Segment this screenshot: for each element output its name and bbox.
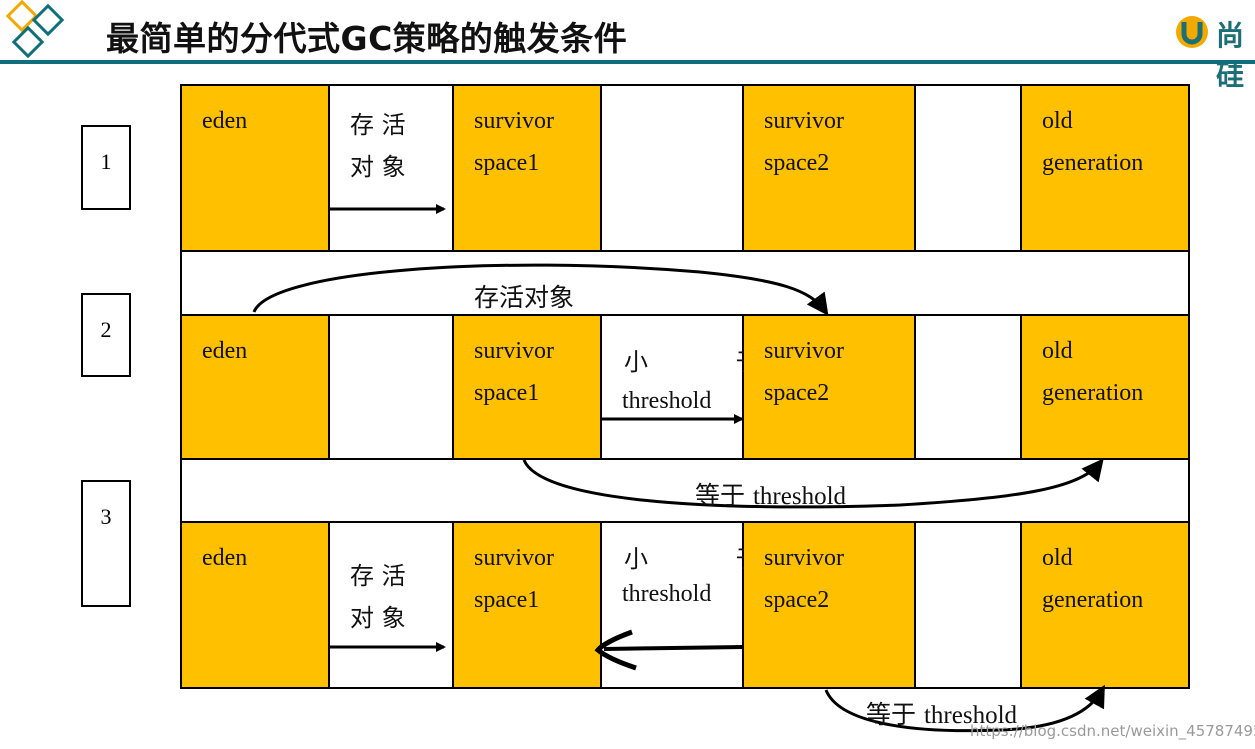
watermark: https://blog.csdn.net/weixin_45787495: [970, 722, 1255, 740]
condition-cn-label: 小 于: [624, 545, 800, 573]
diamond-logo-icon: [5, 0, 65, 59]
page-title: 最简单的分代式GC策略的触发条件: [106, 19, 628, 58]
slide-header: 最简单的分代式GC策略的触发条件 尚硅: [0, 0, 1255, 92]
eden-cell: eden: [182, 316, 330, 458]
condition-en-label: threshold: [622, 581, 712, 607]
condition-en-label: threshold: [622, 388, 712, 414]
gap-cell: [916, 316, 1022, 458]
condition-cn-label: 小 于: [624, 348, 800, 376]
band-1-2: [180, 250, 1190, 316]
header-divider: [0, 60, 1255, 64]
arc-label-equal-row3: 等于 threshold: [866, 700, 1018, 729]
eden-label: eden: [202, 108, 248, 134]
move-cell: 存 活对 象: [330, 86, 454, 250]
gap-cell: [602, 86, 744, 250]
arc-label-equal-row2: 等于 threshold: [695, 481, 847, 510]
gap-cell: [330, 316, 454, 458]
gap-cell: [916, 523, 1022, 687]
move-label: 存 活对 象: [350, 562, 406, 632]
row-number-2: 2: [81, 293, 131, 377]
condition-cell: 小 于 threshold: [602, 316, 760, 458]
brand-u-icon: [1176, 16, 1208, 48]
gap-cell: [916, 86, 1022, 250]
brand-text: 尚硅: [1216, 19, 1245, 92]
row-number-1: 1: [81, 125, 131, 210]
condition-cell: 小 于 threshold: [602, 523, 760, 687]
arc-label-survive: 存活对象: [474, 283, 575, 312]
eden-cell: eden: [182, 523, 330, 687]
move-cell: 存 活对 象: [330, 523, 454, 687]
eden-label: eden: [202, 338, 248, 364]
eden-cell: eden: [182, 86, 330, 250]
eden-label: eden: [202, 545, 248, 571]
move-label: 存 活对 象: [350, 111, 406, 181]
band-2-3: [180, 458, 1190, 524]
row-number-3: 3: [81, 480, 131, 607]
